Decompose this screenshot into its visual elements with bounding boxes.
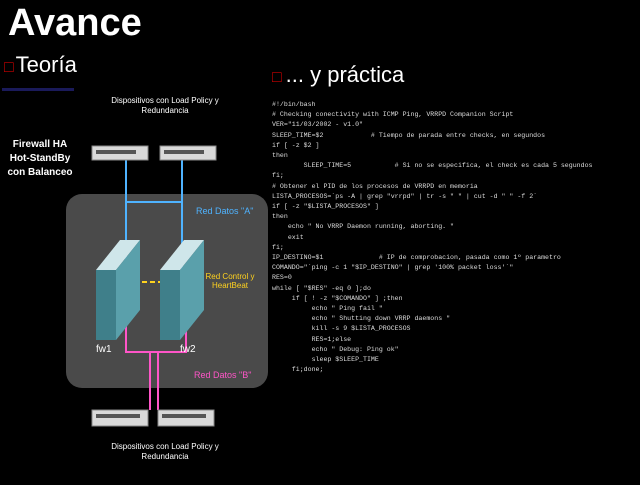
code-line: SLEEP_TIME=$2 # Tiempo de parada entre c… — [272, 131, 546, 139]
code-line: kill -s 9 $LISTA_PROCESOS — [272, 325, 411, 333]
code-line: RES=0 — [272, 274, 292, 282]
red-b-line — [125, 320, 187, 353]
code-line: # Checking conectivity with ICMP Ping, V… — [272, 111, 514, 119]
practice-text: ... y práctica — [285, 62, 405, 87]
code-line: SLEEP_TIME=5 # Si no se especifica, el c… — [272, 162, 593, 170]
code-line: if [ -z "$LISTA_PROCESOS" ] — [272, 203, 379, 211]
devices-bottom-label: Dispositivos con Load Policy y Redundanc… — [111, 442, 219, 461]
bullet-icon: □ — [272, 69, 282, 86]
code-line: VER="11/03/2002 - v1.0" — [272, 121, 364, 129]
code-line: LISTA_PROCESOS=`ps -A | grep "vrrpd" | t… — [272, 192, 538, 200]
diagram-graphic — [66, 145, 268, 427]
firewall-fw1-icon — [96, 240, 140, 340]
slide-title: Avance — [8, 2, 142, 44]
code-line: fi; — [272, 243, 284, 251]
code-line: fi; — [272, 172, 284, 180]
code-line: echo " Ping fail " — [272, 305, 383, 313]
switch-top-right-icon — [159, 145, 217, 161]
network-diagram: Dispositivos con Load Policy y Redundanc… — [0, 90, 270, 480]
switch-bottom-left-icon — [91, 409, 149, 427]
code-line: IP_DESTINO=$1 # IP de comprobacion, pasa… — [272, 254, 561, 262]
code-line: echo " Debug: Ping ok" — [272, 345, 399, 353]
subtitle: □Teoría — [4, 52, 77, 78]
subtitle-underline — [2, 88, 74, 91]
subtitle-text: Teoría — [15, 52, 77, 77]
code-line: echo " No VRRP Daemon running, aborting.… — [272, 223, 455, 231]
code-line: then — [272, 213, 288, 221]
code-line: while [ "$RES" -eq 0 ];do — [272, 284, 371, 292]
bullet-icon: □ — [4, 59, 14, 76]
code-line: if [ -z $2 ] — [272, 141, 320, 149]
red-a-label: Red Datos "A" — [196, 206, 254, 216]
code-line: RES=1;else — [272, 335, 352, 343]
devices-top-label: Dispositivos con Load Policy y Redundanc… — [111, 96, 219, 115]
fw2-label: fw2 — [180, 344, 196, 355]
code-line: COMANDO="`ping -c 1 "$IP_DESTINO" | grep… — [272, 264, 514, 272]
bash-script: #!/bin/bash # Checking conectivity with I… — [272, 100, 632, 375]
code-line: # Obtener el PID de los procesos de VRRP… — [272, 182, 478, 190]
code-line: then — [272, 152, 288, 160]
code-line: exit — [272, 233, 304, 241]
code-line: fi;done; — [272, 366, 324, 374]
red-control-label: Red Control y HeartBeat — [205, 272, 255, 290]
code-line: sleep $SLEEP_TIME — [272, 356, 379, 364]
firewall-ha-label: Firewall HA Hot-StandBy con Balanceo — [7, 139, 73, 178]
code-line: if [ ! -z "$COMANDO" ] ;then — [272, 294, 403, 302]
practice-heading: □... y práctica — [272, 62, 404, 88]
red-b-label: Red Datos "B" — [194, 370, 252, 380]
fw1-label: fw1 — [96, 344, 112, 355]
switch-bottom-right-icon — [157, 409, 215, 427]
firewall-fw2-icon — [160, 240, 204, 340]
code-line: #!/bin/bash — [272, 101, 316, 108]
switch-top-left-icon — [91, 145, 149, 161]
code-line: echo " Shutting down VRRP daemons " — [272, 315, 451, 323]
